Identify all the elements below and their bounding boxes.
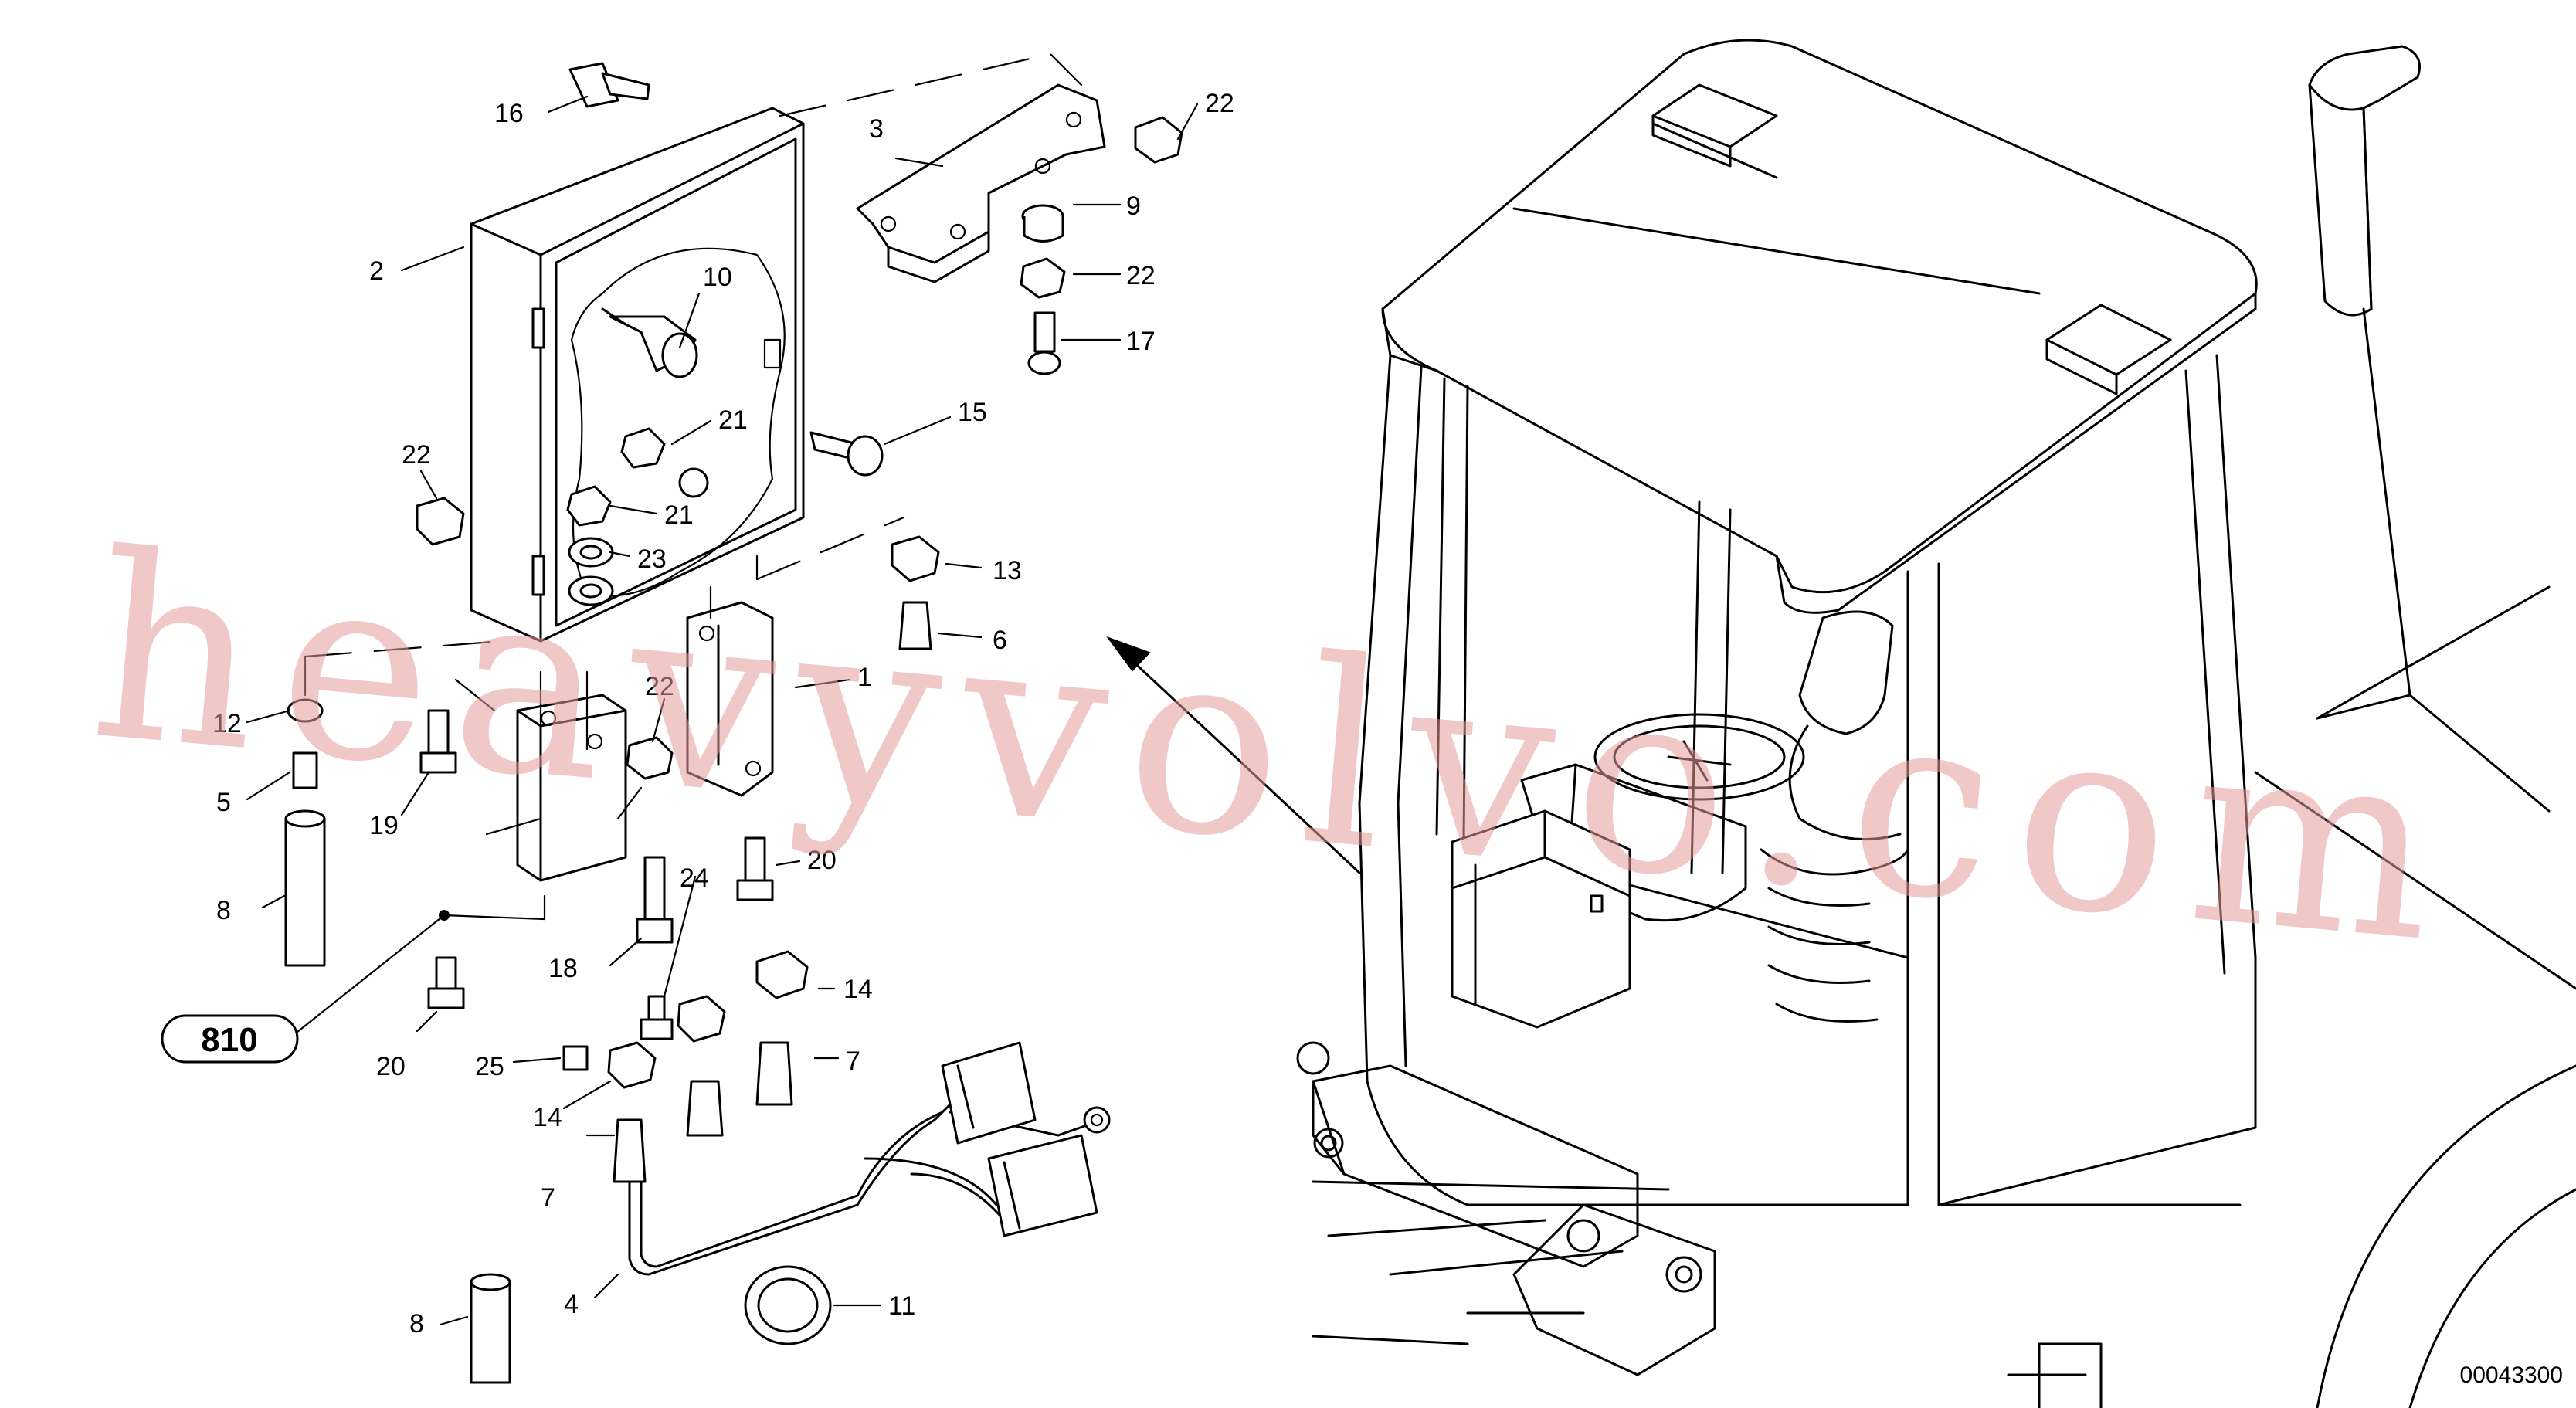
- callout-1: 1: [857, 663, 872, 692]
- reference-box-810: 810: [161, 1014, 299, 1064]
- callout-15: 15: [958, 398, 987, 427]
- callout-3: 3: [869, 114, 884, 144]
- callout-14: 14: [843, 975, 873, 1004]
- callout-17: 17: [1126, 327, 1156, 356]
- watermark: heavyvolvo.com: [82, 498, 2469, 1000]
- callout-9: 9: [1126, 192, 1141, 221]
- callout-18: 18: [548, 954, 578, 983]
- callout-25: 25: [475, 1052, 504, 1081]
- callout-11: 11: [888, 1291, 915, 1321]
- callout-20: 20: [807, 846, 837, 875]
- callout-12: 12: [212, 709, 242, 738]
- callout-13: 13: [993, 556, 1022, 585]
- callout-22: 22: [1205, 89, 1234, 118]
- drawing-code: 00043300: [2460, 1362, 2563, 1388]
- reference-number: 810: [201, 1021, 257, 1059]
- callout-21: 21: [664, 500, 694, 530]
- callout-21: 21: [718, 405, 748, 435]
- callout-22: 22: [1126, 261, 1156, 290]
- callout-24: 24: [680, 863, 709, 893]
- callout-7: 7: [541, 1183, 555, 1213]
- callout-14: 14: [533, 1103, 562, 1132]
- callout-20: 20: [376, 1052, 406, 1081]
- callout-5: 5: [216, 788, 231, 817]
- callout-7: 7: [846, 1047, 860, 1076]
- leader-lines: [246, 53, 1199, 1326]
- callout-10: 10: [703, 263, 732, 292]
- callout-22: 22: [645, 672, 674, 701]
- exploded-parts: [284, 62, 1183, 1384]
- callout-22: 22: [402, 440, 431, 470]
- callout-labels: 16 3 22 9 22 17 2 10 15 22 21 21 23 13 6…: [212, 89, 1234, 1338]
- callout-23: 23: [637, 545, 667, 574]
- callout-4: 4: [564, 1290, 579, 1319]
- callout-6: 6: [993, 626, 1007, 655]
- callout-8: 8: [409, 1309, 424, 1338]
- callout-19: 19: [369, 811, 399, 840]
- callout-16: 16: [494, 99, 524, 128]
- callout-2: 2: [369, 256, 384, 286]
- machine-cab-illustration: [1106, 39, 2576, 1408]
- callout-8: 8: [216, 896, 231, 925]
